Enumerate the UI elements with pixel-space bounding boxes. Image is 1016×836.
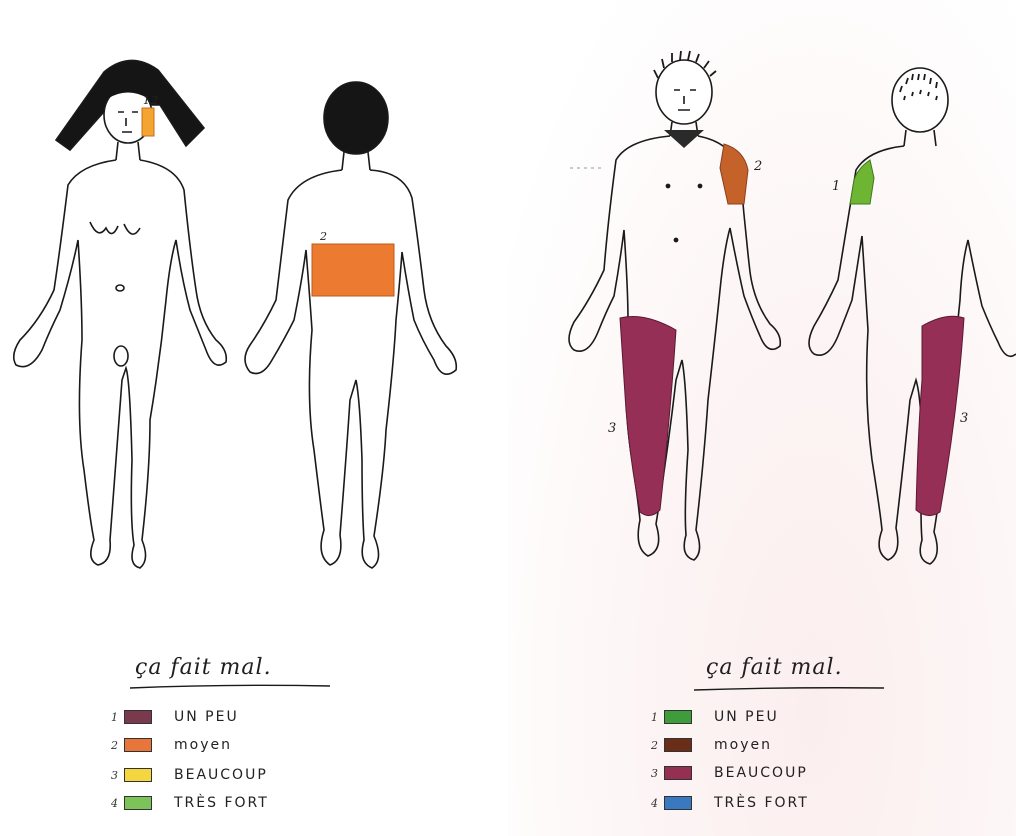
left-legend-item-2: 2 moyen	[100, 735, 232, 755]
left-back-marker: 2	[319, 230, 327, 243]
right-front-leg-mark	[620, 317, 676, 516]
right-back-figure	[809, 68, 1016, 564]
left-back-lowback-mark	[312, 244, 394, 296]
right-back-leg-marker: 3	[960, 411, 968, 426]
legend-label: BEAUCOUP	[174, 767, 268, 783]
legend-label: TRÈS FORT	[714, 795, 809, 811]
left-back-hair	[324, 82, 388, 154]
legend-swatch	[124, 710, 152, 724]
right-back-head	[892, 68, 948, 132]
legend-number: 3	[100, 769, 118, 782]
left-back-figure	[245, 82, 456, 568]
legend-number: 2	[640, 739, 658, 752]
left-body-drawings: 1 2 2	[0, 0, 508, 836]
right-body-chart: 2 3 1 3 ça fait mal. 1 UN PEU 2 moyen 3 …	[508, 0, 1016, 836]
right-back-shoulder-mark	[850, 160, 874, 204]
legend-number: 4	[100, 797, 118, 810]
left-front-face-mark	[142, 108, 154, 136]
legend-swatch	[124, 768, 152, 782]
right-front-figure	[569, 51, 780, 560]
legend-label: UN PEU	[714, 709, 779, 725]
left-legend-item-1: 1 UN PEU	[100, 707, 239, 727]
left-legend-item-3: 3 BEAUCOUP	[100, 765, 268, 785]
legend-number: 3	[640, 767, 658, 780]
left-legend-item-4: 4 TRÈS FORT	[100, 793, 269, 813]
left-body-chart: 1 2 2 ça fait mal. 1 UN PEU 2 moyen 3 BE…	[0, 0, 508, 836]
legend-label: BEAUCOUP	[714, 765, 808, 781]
legend-swatch	[664, 796, 692, 810]
legend-swatch	[124, 796, 152, 810]
right-front-neck-mark	[664, 130, 704, 148]
legend-swatch	[124, 738, 152, 752]
legend-label: moyen	[714, 737, 772, 753]
right-legend-item-2: 2 moyen	[640, 735, 772, 755]
legend-number: 1	[640, 711, 658, 724]
legend-label: UN PEU	[174, 709, 239, 725]
right-back-leg-mark	[916, 316, 964, 515]
legend-swatch	[664, 766, 692, 780]
legend-number: 4	[640, 797, 658, 810]
right-legend-item-3: 3 BEAUCOUP	[640, 763, 808, 783]
left-front-marker-2: 2	[150, 94, 158, 107]
right-front-shoulder-marker: 2	[753, 159, 762, 174]
legend-label: TRÈS FORT	[174, 795, 269, 811]
left-legend-title: ça fait mal.	[135, 655, 272, 680]
right-legend-title: ça fait mal.	[706, 655, 843, 680]
legend-label: moyen	[174, 737, 232, 753]
left-front-marker-1: 1	[143, 94, 150, 107]
right-back-shoulder-marker: 1	[832, 179, 840, 194]
legend-number: 2	[100, 739, 118, 752]
legend-swatch	[664, 710, 692, 724]
right-front-shoulder-mark	[720, 144, 748, 204]
legend-swatch	[664, 738, 692, 752]
right-legend-item-4: 4 TRÈS FORT	[640, 793, 809, 813]
left-front-figure	[14, 60, 227, 568]
right-front-head	[656, 60, 712, 124]
right-front-leg-marker: 3	[608, 421, 616, 436]
legend-number: 1	[100, 711, 118, 724]
right-legend-item-1: 1 UN PEU	[640, 707, 779, 727]
